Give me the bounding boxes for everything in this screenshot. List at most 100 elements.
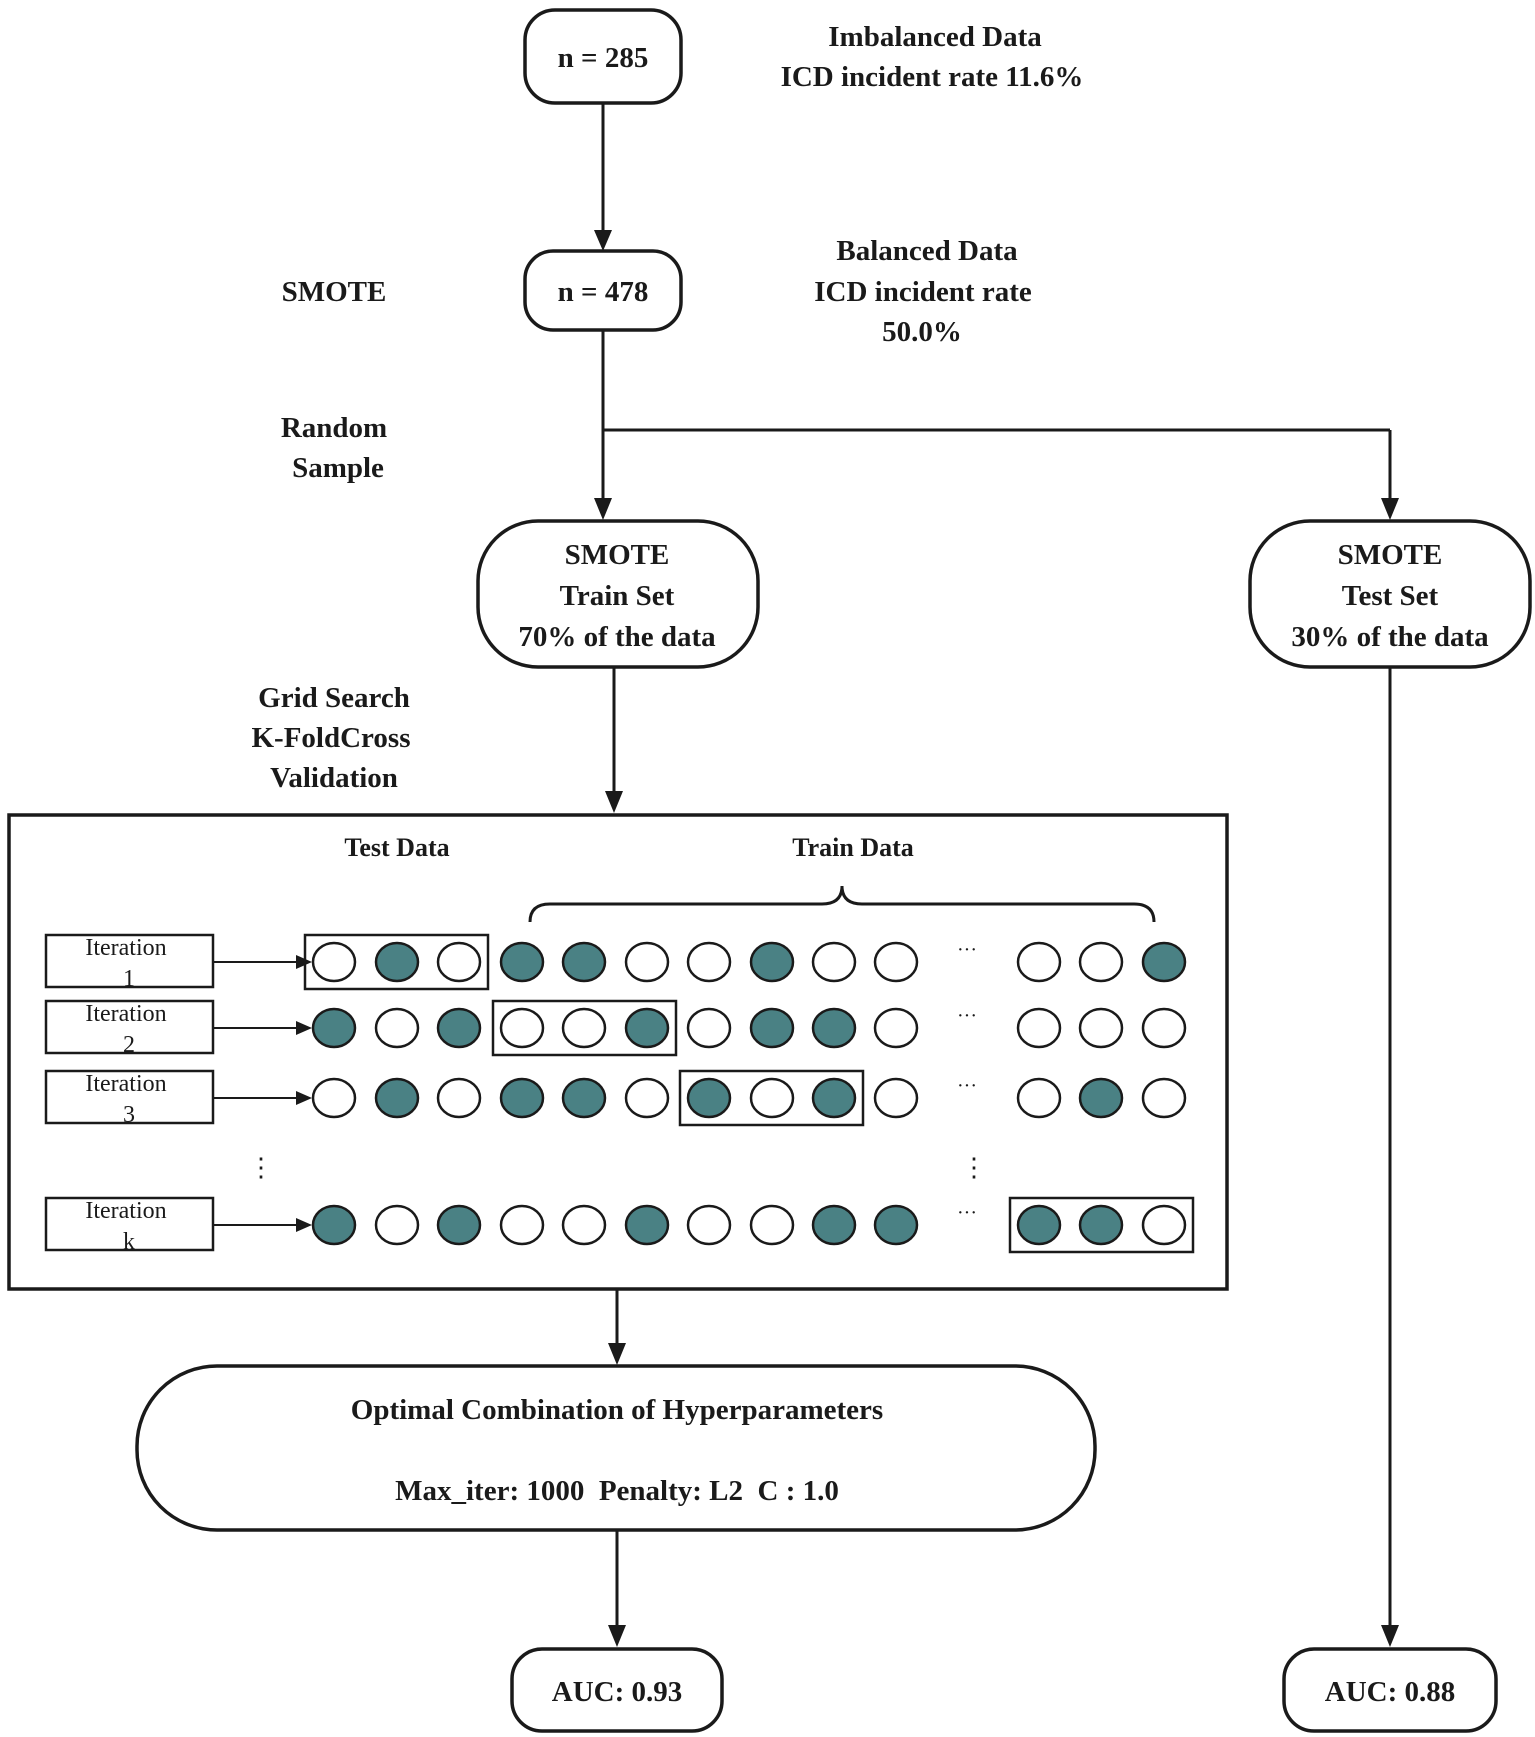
ellipsis-vertical-right: ⋮ bbox=[961, 1153, 987, 1182]
sample-filled bbox=[873, 1204, 919, 1246]
grid-note-line2: K-FoldCross bbox=[252, 722, 411, 754]
test-set-line3: 30% of the data bbox=[1291, 621, 1489, 653]
cv-rows: Iteration1···Iteration2···Iteration3···I… bbox=[44, 933, 1195, 1255]
sample-filled bbox=[1078, 1204, 1124, 1246]
sample-empty bbox=[873, 941, 919, 983]
sample-filled bbox=[624, 1204, 670, 1246]
sample-filled bbox=[811, 1204, 857, 1246]
sample-filled bbox=[1016, 1204, 1062, 1246]
node-balanced-label: n = 478 bbox=[558, 276, 649, 308]
sample-empty bbox=[686, 1204, 732, 1246]
iteration-arrow-head bbox=[296, 1021, 312, 1035]
iteration-number: 3 bbox=[123, 1102, 135, 1128]
iteration-box bbox=[44, 933, 215, 989]
iteration-number: 2 bbox=[123, 1032, 135, 1058]
auc-train-label: AUC: 0.93 bbox=[552, 1676, 683, 1708]
iteration-label: Iteration bbox=[85, 1001, 166, 1027]
balanced-note-line2: ICD incident rate bbox=[814, 276, 1032, 308]
arrow-head-5 bbox=[608, 1343, 626, 1365]
arrow-head-6 bbox=[608, 1625, 626, 1647]
arrow-head-4 bbox=[605, 791, 623, 813]
sample-empty bbox=[811, 941, 857, 983]
sample-empty bbox=[749, 1204, 795, 1246]
iteration-box bbox=[44, 1069, 215, 1125]
test-set-line1: SMOTE bbox=[1338, 539, 1443, 571]
sample-empty bbox=[749, 1077, 795, 1119]
arrow-head-3 bbox=[1381, 498, 1399, 520]
random-note-line2: Sample bbox=[292, 452, 384, 484]
sample-filled bbox=[686, 1077, 732, 1119]
cv-row: Iteration 2 ··· bbox=[44, 999, 1187, 1058]
sample-empty bbox=[1078, 941, 1124, 983]
balanced-note-line1: Balanced Data bbox=[836, 235, 1018, 267]
train-set-line2: Train Set bbox=[560, 580, 675, 612]
test-set-line2: Test Set bbox=[1342, 580, 1439, 612]
sample-filled bbox=[749, 1007, 795, 1049]
grid-note-line1: Grid Search bbox=[258, 682, 410, 714]
train-data-brace bbox=[528, 885, 1156, 923]
sample-filled bbox=[374, 941, 420, 983]
ellipsis-vertical-left: ⋮ bbox=[248, 1153, 274, 1182]
sample-filled bbox=[374, 1077, 420, 1119]
sample-empty bbox=[436, 1077, 482, 1119]
iteration-label: Iteration bbox=[85, 1198, 166, 1224]
train-set-line3: 70% of the data bbox=[518, 621, 716, 653]
node-imbalanced-label: n = 285 bbox=[558, 42, 649, 74]
optimal-params: Max_iter: 1000 Penalty: L2 C : 1.0 bbox=[395, 1475, 839, 1507]
sample-empty bbox=[1141, 1007, 1187, 1049]
sample-empty bbox=[873, 1077, 919, 1119]
ellipsis-horizontal: ··· bbox=[957, 939, 977, 961]
sample-empty bbox=[311, 1077, 357, 1119]
smote-note: SMOTE bbox=[282, 276, 387, 308]
cv-row: Iteration k ··· bbox=[44, 1196, 1195, 1255]
sample-empty bbox=[499, 1007, 545, 1049]
sample-filled bbox=[811, 1007, 857, 1049]
random-note-line1: Random bbox=[281, 412, 387, 444]
sample-filled bbox=[499, 1077, 545, 1119]
annotations: Imbalanced Data ICD incident rate 11.6% … bbox=[252, 21, 1084, 794]
sample-empty bbox=[873, 1007, 919, 1049]
ellipsis-horizontal: ··· bbox=[957, 1202, 977, 1224]
sample-empty bbox=[686, 1007, 732, 1049]
sample-empty bbox=[311, 941, 357, 983]
node-train-set: SMOTE Train Set 70% of the data bbox=[476, 519, 760, 669]
sample-filled bbox=[1141, 941, 1187, 983]
optimal-title: Optimal Combination of Hyperparameters bbox=[351, 1394, 883, 1426]
sample-empty bbox=[1016, 941, 1062, 983]
sample-filled bbox=[561, 1077, 607, 1119]
sample-empty bbox=[561, 1007, 607, 1049]
cv-test-data-label: Test Data bbox=[344, 833, 449, 862]
sample-filled bbox=[436, 1204, 482, 1246]
sample-filled bbox=[1078, 1077, 1124, 1119]
cv-train-data-label: Train Data bbox=[792, 833, 914, 862]
sample-filled bbox=[311, 1007, 357, 1049]
sample-empty bbox=[1016, 1007, 1062, 1049]
imbalanced-note-line2: ICD incident rate 11.6% bbox=[781, 61, 1084, 93]
imbalanced-note-line1: Imbalanced Data bbox=[828, 21, 1042, 53]
sample-empty bbox=[436, 941, 482, 983]
sample-empty bbox=[1078, 1007, 1124, 1049]
cv-panel: Test Data Train Data Iteration1···Iterat… bbox=[7, 813, 1229, 1291]
node-optimal: Optimal Combination of Hyperparameters M… bbox=[135, 1364, 1097, 1532]
sample-filled bbox=[499, 941, 545, 983]
train-set-line1: SMOTE bbox=[565, 539, 670, 571]
test-fold-box bbox=[1008, 1196, 1195, 1254]
arrow-head-7 bbox=[1381, 1625, 1399, 1647]
iteration-arrow-head bbox=[296, 1218, 312, 1232]
iteration-number: k bbox=[123, 1229, 135, 1255]
ellipsis-horizontal: ··· bbox=[957, 1075, 977, 1097]
test-fold-box bbox=[491, 999, 678, 1057]
node-auc-train: AUC: 0.93 bbox=[510, 1647, 724, 1733]
ellipsis-horizontal: ··· bbox=[957, 1005, 977, 1027]
sample-filled bbox=[561, 941, 607, 983]
grid-note-line3: Validation bbox=[270, 762, 398, 794]
iteration-arrow-head bbox=[296, 1091, 312, 1105]
iteration-label: Iteration bbox=[85, 1071, 166, 1097]
test-fold-box bbox=[678, 1069, 865, 1127]
sample-filled bbox=[436, 1007, 482, 1049]
balanced-note-line3: 50.0% bbox=[882, 316, 962, 348]
sample-filled bbox=[311, 1204, 357, 1246]
node-imbalanced: n = 285 bbox=[523, 8, 683, 105]
iteration-number: 1 bbox=[123, 966, 135, 992]
